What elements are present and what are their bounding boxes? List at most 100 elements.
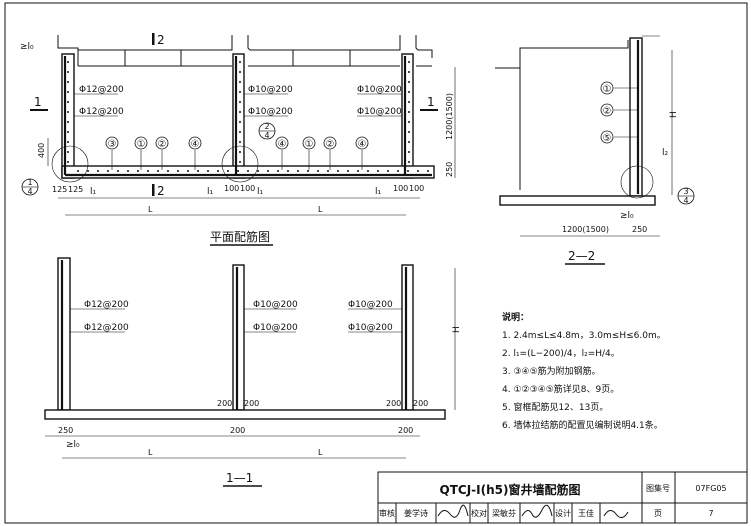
checker-name: 梁敏芬 <box>492 508 516 518</box>
dim-250: 250 <box>632 225 647 234</box>
dim-200: 200 <box>230 426 245 435</box>
svg-text:①: ① <box>137 139 146 150</box>
detail-marker-3-4: 3 4 <box>677 187 695 205</box>
note-item: 2. l₁=(L−200)/4，l₂=H/4。 <box>502 349 620 359</box>
rebar-callout: ① <box>134 136 148 170</box>
detail-marker-2-4: 2 4 <box>258 122 276 140</box>
note-item: 3. ③④⑤筋为附加钢筋。 <box>502 365 601 377</box>
dim-l1: l₁ <box>257 187 264 197</box>
review-label: 审核 <box>379 508 395 518</box>
section-mark-2-top: 2 <box>157 33 165 47</box>
drawing-title: QTCJ-I(h5)窗井墙配筋图 <box>440 482 581 497</box>
dim-200: 200 <box>398 426 413 435</box>
rebar-dots <box>67 61 429 172</box>
svg-text:2: 2 <box>264 122 269 131</box>
section-1-1: Φ12@200 Φ12@200 Φ10@200 Φ10@200 Φ10@200 … <box>44 257 462 487</box>
note-item: 6. 墙体拉结筋的配置见编制说明4.1条。 <box>502 419 663 431</box>
note-item: 4. ①②③④⑤筋详见8、9页。 <box>502 383 619 395</box>
designer-name: 王佳 <box>578 508 594 518</box>
reviewer-name: 姜学诗 <box>404 508 428 518</box>
dim-125: 125 <box>68 185 83 194</box>
rebar-label: Φ10@200 <box>248 107 293 117</box>
dim-250: 250 <box>445 162 454 177</box>
section-1-1-title: 1—1 <box>226 471 253 485</box>
rebar-label: Φ10@200 <box>253 300 298 310</box>
dim-100: 100 <box>409 184 424 193</box>
dim-100: 100 <box>393 184 408 193</box>
anchor-length-label: ≥l₀ <box>620 211 634 221</box>
svg-text:①: ① <box>603 84 612 95</box>
anchor-length-label: ≥l₀ <box>66 440 80 450</box>
check-label: 校对 <box>471 508 487 518</box>
dim-200: 200 <box>386 399 401 408</box>
svg-text:②: ② <box>603 106 612 117</box>
dim-L: L <box>318 205 323 214</box>
checker-signature <box>521 504 553 518</box>
svg-text:4: 4 <box>683 196 688 205</box>
rebar-callout: ④ <box>188 136 202 170</box>
dim-width: 1200(1500) <box>562 225 609 234</box>
plan-title: 平面配筋图 <box>210 229 270 244</box>
section-mark-2-bottom: 2 <box>157 184 165 198</box>
rebar-label: Φ10@200 <box>357 85 402 95</box>
rebar-callout: ② <box>600 103 638 117</box>
svg-text:①: ① <box>305 139 314 150</box>
note-item: 1. 2.4m≤L≤4.8m，3.0m≤H≤6.0m。 <box>502 331 666 341</box>
rebar-label: Φ10@200 <box>348 323 393 333</box>
title-block: QTCJ-I(h5)窗井墙配筋图 图集号 07FG05 审核 姜学诗 校对 梁敏… <box>377 471 748 524</box>
dim-L: L <box>148 448 153 457</box>
rebar-callout: ② <box>155 136 169 170</box>
dim-height: 1200(1500) <box>445 93 454 140</box>
rebar-label: Φ10@200 <box>348 300 393 310</box>
rebar-label: Φ12@200 <box>84 323 129 333</box>
svg-text:④: ④ <box>191 139 200 150</box>
rebar-callout: ④ <box>275 136 289 170</box>
rebar-callout: ① <box>302 136 316 170</box>
anchor-length-label: ≥l₀ <box>20 42 34 52</box>
dim-l1: l₁ <box>207 187 214 197</box>
dim-200: 200 <box>217 399 232 408</box>
notes: 说明： 1. 2.4m≤L≤4.8m，3.0m≤H≤6.0m。 2. l₁=(L… <box>502 311 666 431</box>
dim-100: 100 <box>224 184 239 193</box>
dim-l2: l₂ <box>662 148 669 158</box>
dim-125: 125 <box>52 185 67 194</box>
page-label: 页 <box>654 509 662 518</box>
rebar-label: Φ12@200 <box>84 300 129 310</box>
svg-text:④: ④ <box>278 139 287 150</box>
rebar-label: Φ10@200 <box>253 323 298 333</box>
detail-marker-1-4: 1 4 <box>21 178 39 196</box>
atlas-label: 图集号 <box>646 483 670 493</box>
rebar-callout: ⑤ <box>600 130 638 144</box>
rebar-callout: ② <box>323 136 337 170</box>
svg-text:②: ② <box>326 139 335 150</box>
dim-250: 250 <box>58 426 73 435</box>
svg-text:4: 4 <box>27 187 32 196</box>
sheet-border <box>4 2 748 524</box>
page-number: 7 <box>708 509 713 518</box>
svg-text:⑤: ⑤ <box>603 133 612 144</box>
svg-text:3: 3 <box>683 187 688 196</box>
rebar-label: Φ10@200 <box>357 107 402 117</box>
dim-400: 400 <box>37 143 46 158</box>
note-item: 5. 窗框配筋见12、13页。 <box>502 401 608 413</box>
dim-L: L <box>148 205 153 214</box>
atlas-number: 07FG05 <box>695 484 726 493</box>
dim-L: L <box>318 448 323 457</box>
svg-text:4: 4 <box>264 131 269 140</box>
section-mark-1-left: 1 <box>34 95 42 109</box>
dim-200: 200 <box>244 399 259 408</box>
reviewer-signature <box>437 504 469 518</box>
svg-text:②: ② <box>158 139 167 150</box>
svg-text:④: ④ <box>358 139 367 150</box>
rebar-callout: ③ <box>105 136 119 170</box>
notes-heading: 说明： <box>502 311 529 323</box>
rebar-label: Φ12@200 <box>79 107 124 117</box>
designer-signature <box>603 510 629 518</box>
dim-200: 200 <box>413 399 428 408</box>
dim-H: H <box>669 111 679 118</box>
dim-l1: l₁ <box>90 187 97 197</box>
section-2-2: ① ② ⑤ H l₂ ≥l₀ 3 4 1200(1500) 250 2—2 <box>495 35 695 265</box>
section-2-2-title: 2—2 <box>568 249 595 263</box>
plan-view: 2 2 1 1 ≥l₀ Φ12@200 Φ12@200 Φ10@200 Φ10@… <box>20 33 456 246</box>
svg-text:③: ③ <box>108 139 117 150</box>
